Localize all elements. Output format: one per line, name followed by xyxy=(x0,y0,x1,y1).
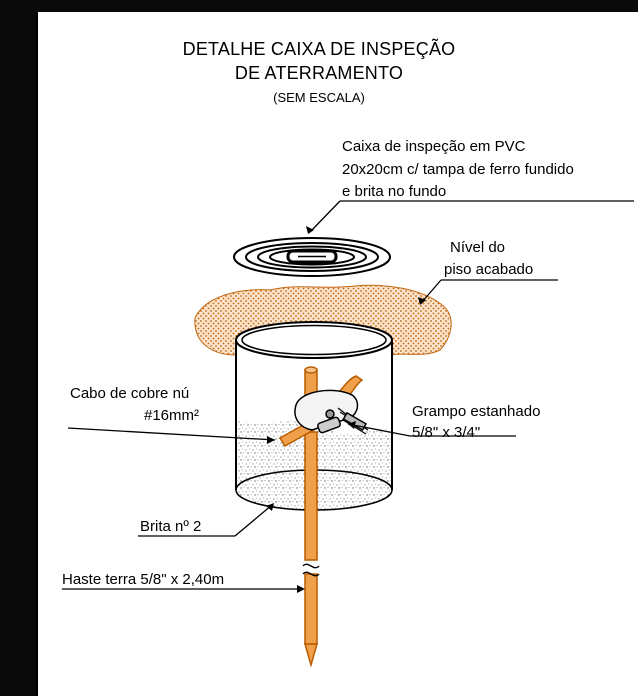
label-caixa-line-3: e brita no fundo xyxy=(342,183,447,200)
leader-cabo xyxy=(67,427,276,441)
leader-caixa xyxy=(309,200,341,233)
inspection-lid xyxy=(233,237,391,277)
title-line-1: DETALHE CAIXA DE INSPEÇÃO xyxy=(182,39,456,59)
arrow-brita xyxy=(266,503,274,511)
frame-top xyxy=(0,0,638,12)
frame-left xyxy=(0,0,36,696)
inspection-box-body xyxy=(235,321,393,511)
arrow-nivel xyxy=(418,297,426,305)
grounding-clamp xyxy=(294,389,369,435)
leader-grampo xyxy=(347,423,411,437)
label-nivel-line-1: Nível do xyxy=(450,239,506,256)
label-haste: Haste terra 5/8" x 2,40m xyxy=(62,571,225,588)
label-nivel-line-2: piso acabado xyxy=(444,261,534,278)
label-cabo-line-1: Cabo de cobre nú xyxy=(70,385,190,402)
title-line-2: DE ATERRAMENTO xyxy=(234,63,404,83)
ground-rod xyxy=(302,366,320,668)
arrow-caixa xyxy=(306,226,314,234)
label-caixa-line-1: Caixa de inspeção em PVC xyxy=(342,138,526,155)
leader-lines xyxy=(62,200,634,590)
arrow-grampo xyxy=(348,421,356,429)
label-grampo-line-1: Grampo estanhado xyxy=(412,403,541,420)
arrow-cabo xyxy=(267,436,275,444)
label-caixa-line-2: 20x20cm c/ tampa de ferro fundido xyxy=(342,161,574,178)
label-grampo-line-2: 5/8" x 3/4" xyxy=(412,424,481,441)
label-cabo-line-2: #16mm² xyxy=(144,407,200,424)
leader-brita xyxy=(234,504,273,537)
leader-nivel xyxy=(421,279,442,303)
label-brita: Brita nº 2 xyxy=(140,518,202,535)
arrow-haste xyxy=(297,585,305,593)
title-scale-note: (SEM ESCALA) xyxy=(273,90,365,105)
